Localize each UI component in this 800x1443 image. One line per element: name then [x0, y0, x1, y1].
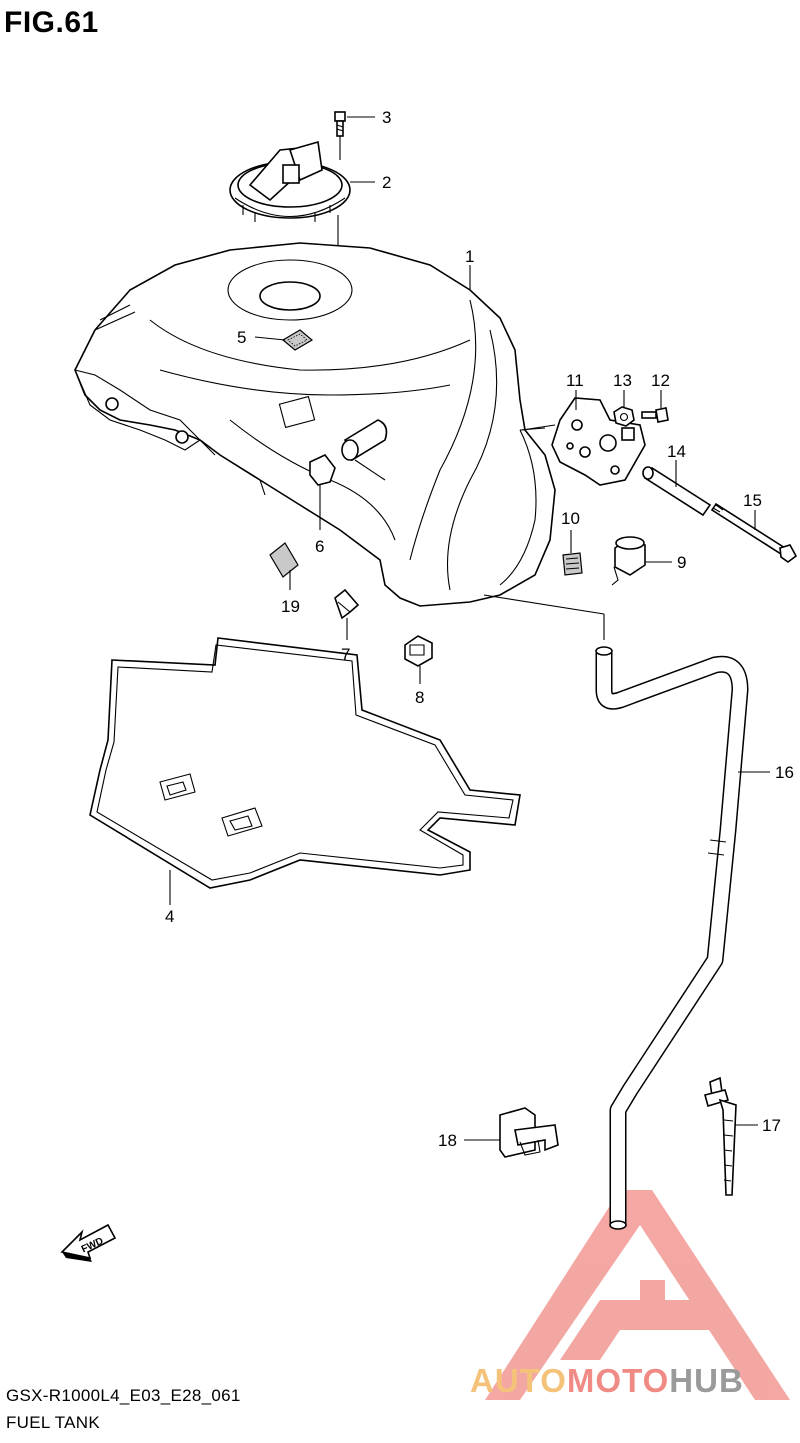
callout-16: 16 [775, 763, 794, 782]
watermark-moto: MOTO [566, 1362, 670, 1399]
part-13-nut [613, 406, 635, 427]
callout-9: 9 [677, 553, 686, 572]
callout-17: 17 [762, 1116, 781, 1135]
callout-3: 3 [382, 108, 391, 127]
part-7-clip [334, 588, 360, 620]
callout-4: 4 [165, 907, 174, 926]
callout-7: 7 [341, 645, 350, 664]
part-14-spacer [642, 466, 712, 517]
callout-5: 5 [237, 328, 246, 347]
part-19-pad [269, 542, 299, 578]
part-15-bolt [710, 502, 798, 563]
callout-6: 6 [315, 537, 324, 556]
part-12-screw [641, 407, 669, 423]
part-4-tank-mat [89, 637, 521, 889]
callout-2: 2 [382, 173, 391, 192]
watermark-auto: AUTO [470, 1362, 567, 1399]
part-8-grommet [404, 635, 433, 667]
part-1-fuel-tank [74, 242, 556, 607]
callout-11: 11 [566, 371, 584, 390]
watermark-logo-icon [485, 1190, 790, 1400]
part-3-bolt [334, 111, 346, 137]
part-17-clamp [704, 1076, 737, 1196]
figure-title: FIG.61 [4, 6, 99, 39]
fwd-arrow-icon: FWD [60, 1223, 117, 1262]
callout-14: 14 [667, 442, 686, 461]
callout-12: 12 [651, 371, 670, 390]
part-9-damper [611, 536, 646, 586]
callout-18: 18 [438, 1131, 457, 1150]
watermark-text: AUTOMOTOHUB [470, 1362, 744, 1400]
watermark-hub: HUB [669, 1362, 744, 1399]
part-10-pad [562, 552, 583, 576]
callout-10: 10 [561, 509, 580, 528]
callout-13: 13 [613, 371, 632, 390]
part-16-hose [595, 646, 749, 1230]
part-5-label [281, 329, 314, 351]
section-name: FUEL TANK [6, 1413, 101, 1432]
callout-15: 15 [743, 491, 762, 510]
part-6-cushion [309, 454, 336, 486]
part-18-holder [499, 1107, 559, 1158]
callout-1: 1 [465, 247, 474, 266]
leader-line-11b [521, 424, 556, 431]
leader-line-5 [254, 336, 286, 341]
callout-19: 19 [281, 597, 300, 616]
part-2-fuel-cap [229, 140, 351, 222]
model-code: GSX-R1000L4_E03_E28_061 [6, 1386, 241, 1405]
hose-alignment-line [483, 594, 605, 615]
part-11-bracket [551, 397, 646, 486]
callout-8: 8 [415, 688, 424, 707]
